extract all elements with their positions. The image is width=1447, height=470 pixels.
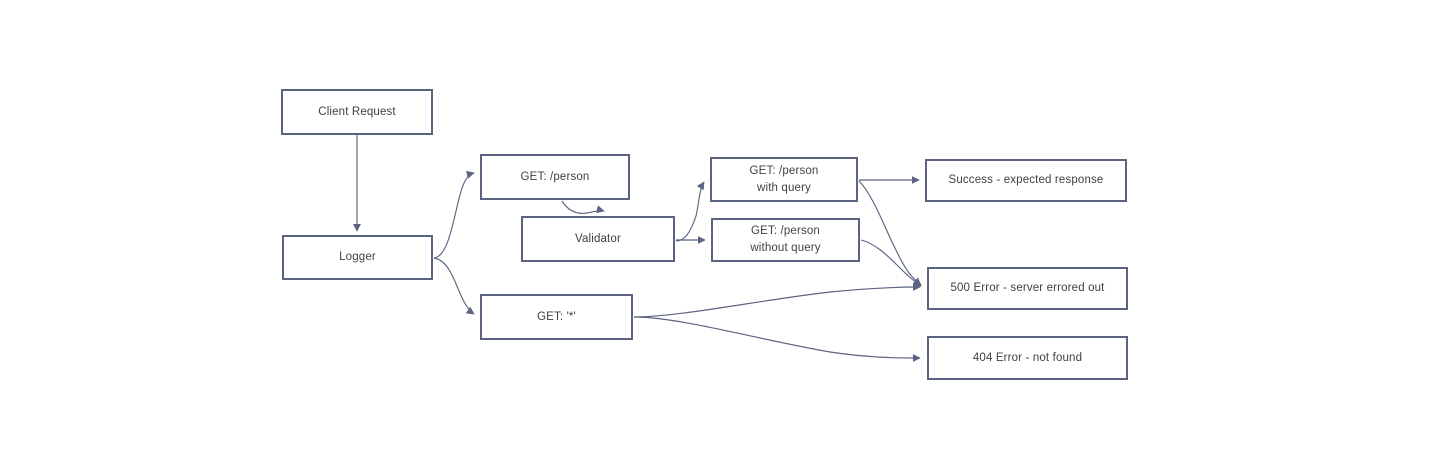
node-validator[interactable]: Validator: [521, 216, 675, 262]
edge-validator-to-with-query: [675, 181, 705, 242]
node-label: GET: '*': [537, 310, 576, 323]
edge-logger-to-get-star: [433, 257, 475, 315]
node-label: GET: /person with query: [749, 164, 819, 194]
node-error-500[interactable]: 500 Error - server errored out: [927, 267, 1128, 310]
node-get-person-with-query[interactable]: GET: /person with query: [710, 157, 858, 202]
node-get-star[interactable]: GET: '*': [480, 294, 633, 340]
edge-without-query-to-error-500: [860, 239, 922, 287]
node-label: Client Request: [318, 105, 396, 118]
node-get-person-without-query[interactable]: GET: /person without query: [711, 218, 860, 262]
node-label: Logger: [339, 251, 376, 264]
node-label: Validator: [575, 232, 621, 245]
node-label: GET: /person without query: [750, 225, 821, 254]
node-label: Success - expected response: [948, 174, 1104, 187]
node-error-404[interactable]: 404 Error - not found: [927, 336, 1128, 380]
node-label: 500 Error - server errored out: [950, 282, 1105, 295]
edge-with-query-to-error-500: [858, 180, 922, 286]
edge-logger-to-get-person: [433, 170, 475, 259]
edge-get-star-to-error-500: [633, 282, 921, 318]
edge-get-star-to-error-404: [633, 316, 921, 363]
edge-get-person-to-validator: [561, 200, 605, 214]
node-get-person[interactable]: GET: /person: [480, 154, 630, 200]
node-label: 404 Error - not found: [972, 351, 1083, 364]
node-client-request[interactable]: Client Request: [281, 89, 433, 135]
node-success-response[interactable]: Success - expected response: [925, 159, 1127, 202]
node-logger[interactable]: Logger: [282, 235, 433, 280]
node-label: GET: /person: [520, 170, 590, 183]
